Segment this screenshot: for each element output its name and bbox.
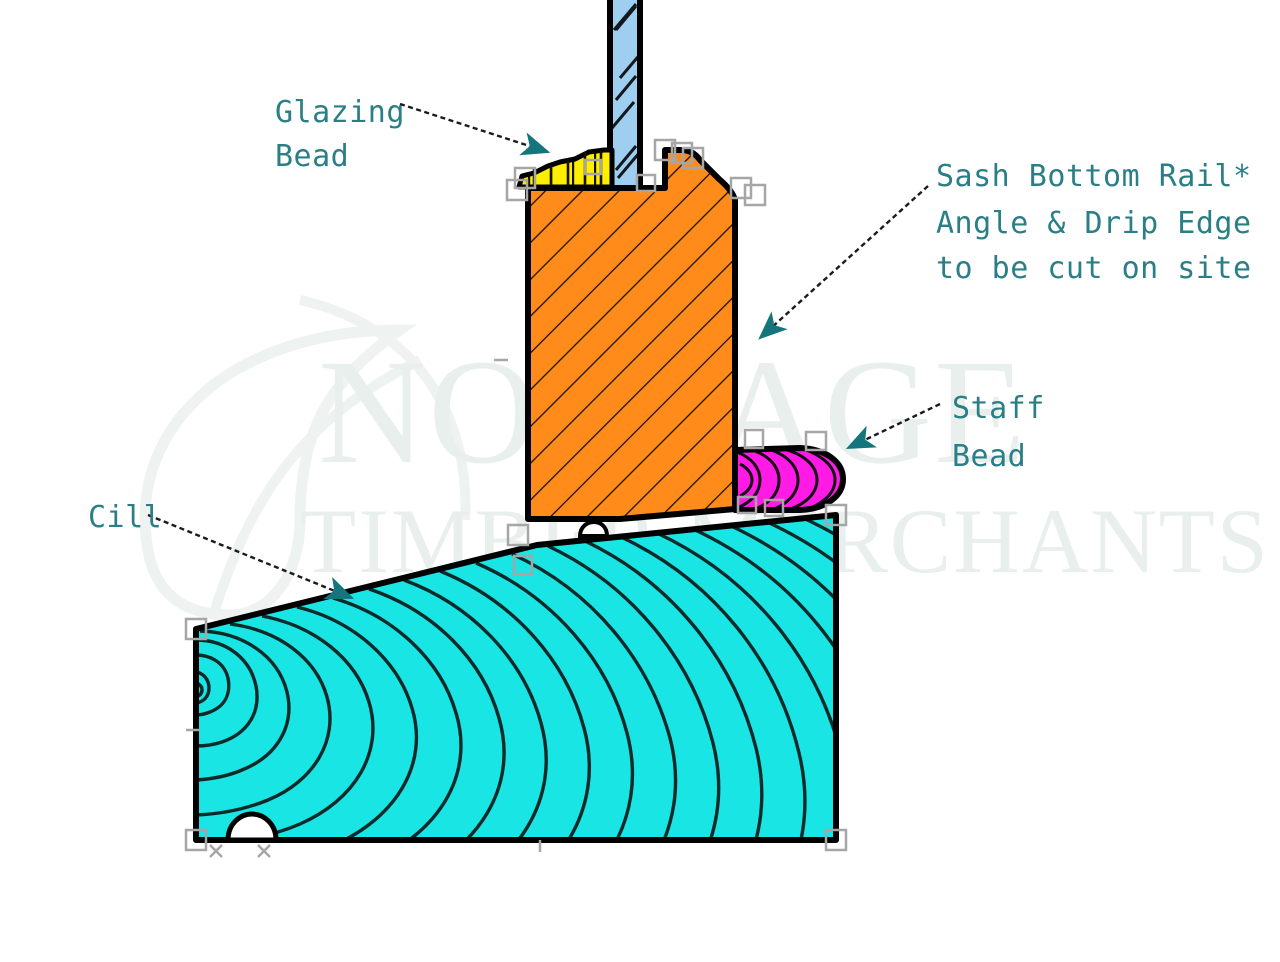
label-staff-bead-line2: Bead — [952, 439, 1026, 474]
staff-bead-shape — [732, 445, 846, 513]
label-staff-bead: Staff Bead — [952, 391, 1045, 474]
cad-selection-handles — [184, 138, 848, 858]
label-glazing-bead-line2: Bead — [275, 139, 349, 174]
label-sash-bottom-rail-line2: Angle & Drip Edge — [936, 206, 1252, 241]
label-glazing-bead: Glazing Bead — [275, 95, 405, 174]
label-glazing-bead-line1: Glazing — [275, 95, 405, 130]
label-sash-bottom-rail-line3: to be cut on site — [936, 251, 1252, 286]
sash-bottom-rail-shape — [525, 147, 738, 538]
label-staff-bead-line1: Staff — [952, 391, 1045, 426]
label-sash-bottom-rail: Sash Bottom Rail* Angle & Drip Edge to b… — [936, 159, 1252, 286]
leader-glazing-bead — [399, 102, 551, 156]
leader-sash-bottom-rail — [758, 185, 929, 340]
label-cill-line1: Cill — [88, 500, 162, 535]
label-cill: Cill — [88, 500, 162, 535]
glass-pane — [607, 0, 643, 193]
leader-lines — [147, 102, 941, 600]
label-sash-bottom-rail-line1: Sash Bottom Rail* — [936, 159, 1252, 194]
leader-cill — [147, 513, 355, 600]
cill-shape — [193, 512, 839, 843]
